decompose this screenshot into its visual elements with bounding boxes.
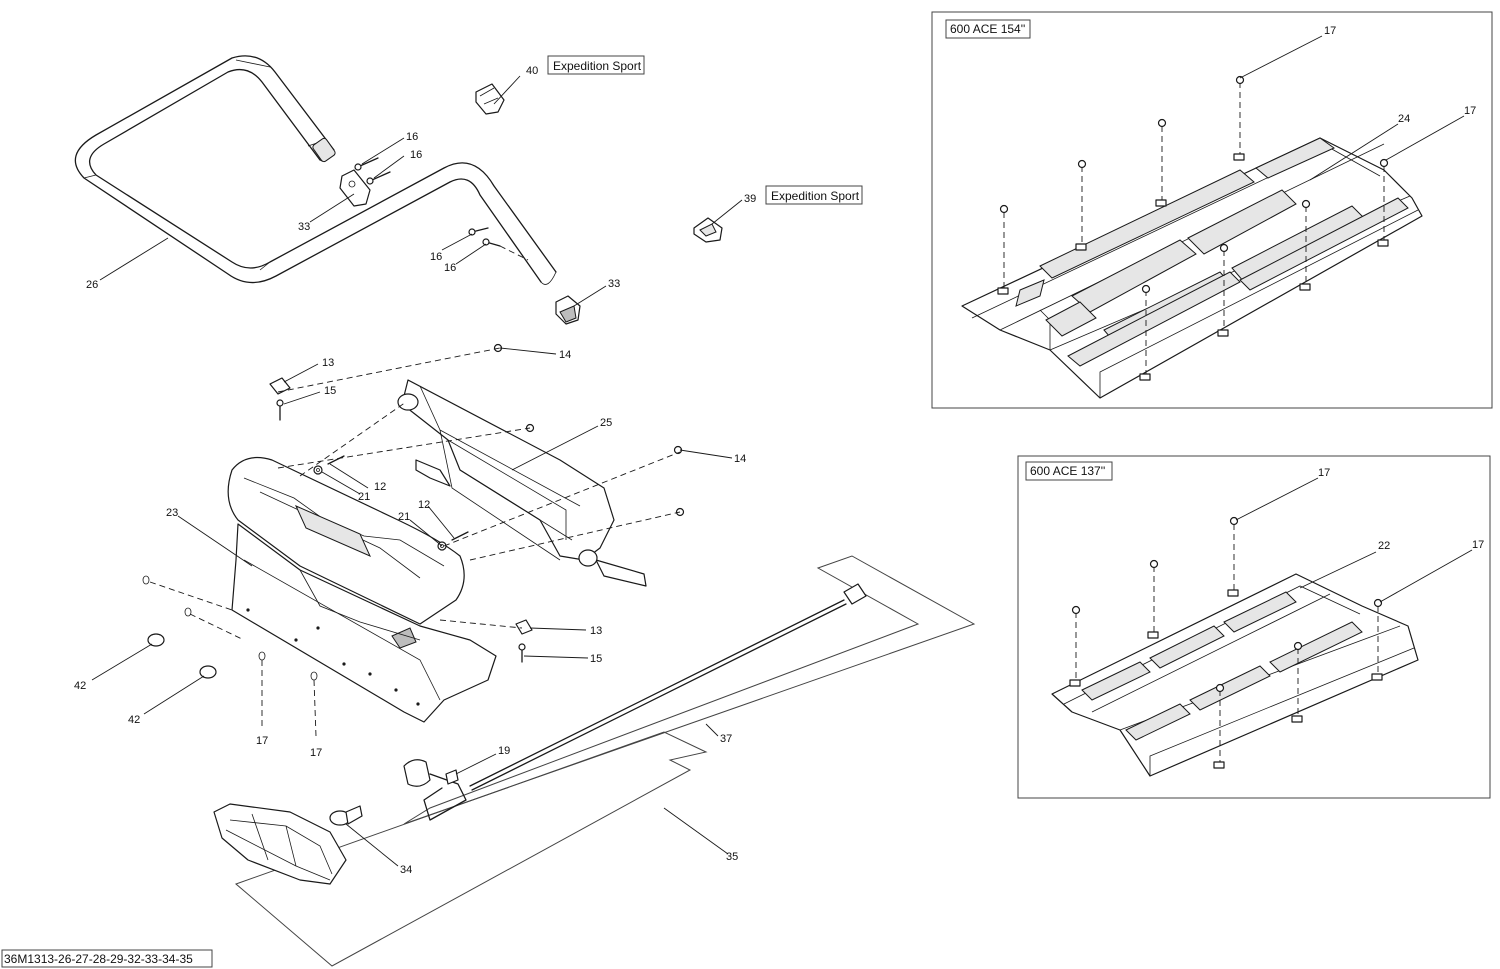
callout-13-b: 13 [590, 625, 602, 637]
box-154-frame [931, 11, 1493, 409]
callout-34: 34 [400, 864, 412, 876]
variant-label-40: Expedition Sport [547, 55, 645, 75]
box-137-title: 600 ACE 137'' [1030, 464, 1105, 478]
taillight-housing-part [227, 457, 497, 723]
box-137-frame [1017, 455, 1491, 799]
callout-16-c: 16 [430, 251, 442, 263]
running-board-24-part [961, 137, 1423, 399]
callout-17-c: 17 [1324, 25, 1336, 37]
callout-42-b: 42 [128, 714, 140, 726]
callout-12-a: 12 [374, 481, 386, 493]
bracket-39-part [693, 217, 723, 243]
box-154-title: 600 ACE 154'' [950, 22, 1025, 36]
callout-17-b: 17 [310, 747, 322, 759]
variant-label-39: Expedition Sport [765, 185, 863, 205]
callout-25: 25 [600, 417, 612, 429]
carrier-bracket-part [397, 379, 647, 587]
rivets-154-group [997, 75, 1389, 381]
callout-13-a: 13 [322, 357, 334, 369]
callout-39: 39 [744, 193, 756, 205]
callout-16-a: 16 [406, 131, 418, 143]
clamp-33-lower-part [555, 295, 581, 325]
screws-16-group [354, 157, 529, 261]
taillight-lens-part [213, 803, 347, 885]
callout-16-d: 16 [444, 262, 456, 274]
callout-22: 22 [1378, 540, 1390, 552]
callout-15-a: 15 [324, 385, 336, 397]
diagram-id: 36M1313-26-27-28-29-32-33-34-35 [4, 952, 193, 966]
fasteners-group [142, 343, 685, 681]
callout-15-b: 15 [590, 653, 602, 665]
callout-40: 40 [526, 65, 538, 77]
expedition-sport-label-39: Expedition Sport [771, 189, 860, 203]
bracket-40-part [475, 83, 505, 115]
callout-17-f: 17 [1472, 539, 1484, 551]
callout-33-upper: 33 [298, 221, 310, 233]
wiring-harness-part [403, 583, 867, 821]
callout-17-a: 17 [256, 735, 268, 747]
callout-26: 26 [86, 279, 98, 291]
callout-23: 23 [166, 507, 178, 519]
callout-14-b: 14 [734, 453, 746, 465]
clamp-33-upper-part [339, 169, 371, 207]
bulb-34-part [329, 805, 363, 826]
rivets-137-group [1069, 516, 1383, 769]
leader-lines [91, 35, 1473, 867]
callout-17-d: 17 [1464, 105, 1476, 117]
callout-21-b: 21 [398, 511, 410, 523]
grommet-19-part [445, 769, 459, 785]
callout-19: 19 [498, 745, 510, 757]
callout-17-e: 17 [1318, 467, 1330, 479]
diagram-id-frame: 36M1313-26-27-28-29-32-33-34-35 [1, 949, 213, 968]
grab-handle-part [74, 55, 557, 285]
callout-14-a: 14 [559, 349, 571, 361]
callout-21-a: 21 [358, 491, 370, 503]
callout-16-b: 16 [410, 149, 422, 161]
callout-37: 37 [720, 733, 732, 745]
assembly-lines [149, 347, 681, 737]
callout-33-lower: 33 [608, 278, 620, 290]
callout-12-b: 12 [418, 499, 430, 511]
harness-frame [235, 555, 976, 967]
callout-35: 35 [726, 851, 738, 863]
running-board-22-part [1051, 573, 1419, 777]
expedition-sport-label-40: Expedition Sport [553, 59, 642, 73]
callout-24: 24 [1398, 113, 1410, 125]
callout-42-a: 42 [74, 680, 86, 692]
